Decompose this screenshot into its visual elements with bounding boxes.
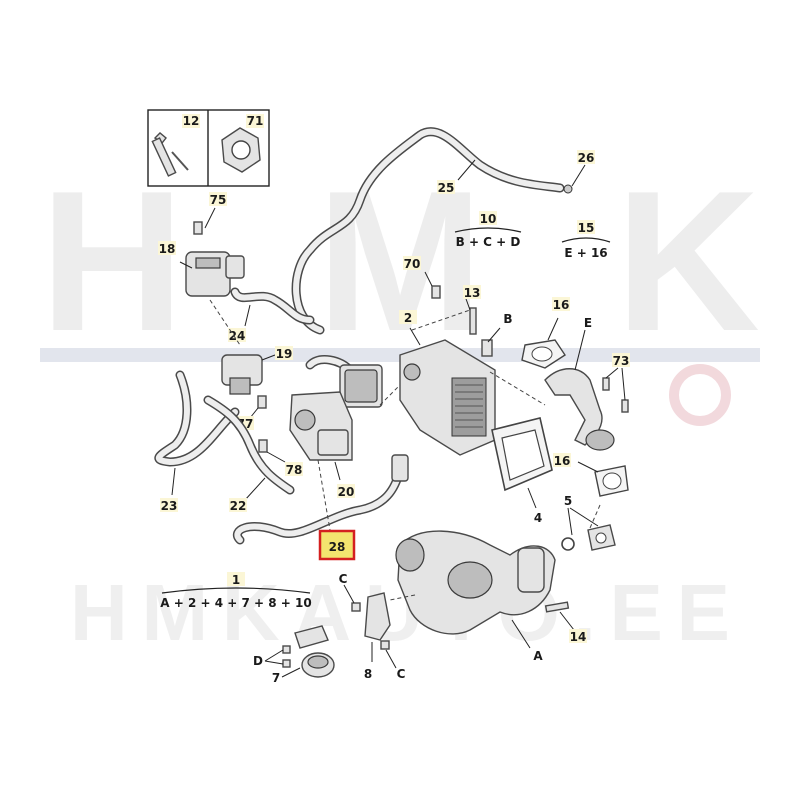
- bolt-icon: [151, 132, 189, 177]
- group-15-formula: E + 16: [564, 246, 607, 260]
- group-15-number: 15: [578, 221, 595, 235]
- part-19-valve: [221, 354, 276, 395]
- callout-22: 22: [230, 499, 247, 513]
- highlight-box-28: [318, 529, 356, 561]
- callout-E: E: [584, 316, 592, 330]
- callout-B: B: [503, 312, 512, 326]
- group-10: 10 B + C + D: [454, 211, 522, 249]
- nut-icon: [221, 127, 261, 173]
- group-15: 15 E + 16: [561, 220, 611, 260]
- highlight-label-28: 28: [329, 540, 346, 554]
- part-8-bracket: [343, 584, 397, 669]
- callout-70: 70: [404, 257, 421, 271]
- callout-71: 71: [247, 114, 264, 128]
- group-10-formula: B + C + D: [456, 235, 521, 249]
- hose-23: [154, 370, 240, 496]
- callout-26: 26: [578, 151, 595, 165]
- callout-C-top: C: [339, 572, 348, 586]
- callout-14: 14: [570, 630, 587, 644]
- part-A-housing: [395, 530, 556, 649]
- hose-22: [203, 395, 295, 501]
- callout-75: 75: [210, 193, 227, 207]
- group-1: 1 A + 2 + 4 + 7 + 8 + 10: [160, 572, 312, 610]
- group-10-number: 10: [480, 212, 497, 226]
- part-14-bolt: [544, 601, 575, 631]
- callout-7: 7: [272, 671, 280, 685]
- part-18-solenoid: [179, 251, 245, 297]
- part-7-actuator: [264, 625, 335, 678]
- part-20-egr-valve: [289, 355, 383, 481]
- callout-8: 8: [364, 667, 372, 681]
- watermark: HMK HMKAUTO.EE: [40, 150, 760, 657]
- callout-2: 2: [404, 311, 412, 325]
- part-2-egr-cooler: [399, 327, 496, 456]
- part-75-screw: [193, 207, 216, 235]
- hose-24: [230, 287, 315, 327]
- callout-24: 24: [229, 329, 246, 343]
- callout-78: 78: [286, 463, 303, 477]
- pipe-E: [544, 329, 615, 451]
- callout-19: 19: [276, 347, 293, 361]
- group-1-number: 1: [232, 573, 240, 587]
- gasket-16-bottom: [577, 461, 629, 497]
- watermark-logo: HMK: [40, 150, 760, 373]
- callout-18: 18: [159, 242, 176, 256]
- callout-73: 73: [613, 354, 630, 368]
- callout-4: 4: [534, 511, 542, 525]
- group-1-formula: A + 2 + 4 + 7 + 8 + 10: [160, 596, 311, 610]
- part-5-flange: [561, 507, 616, 551]
- callout-A: A: [533, 649, 543, 663]
- callout-C-bottom: C: [397, 667, 406, 681]
- gasket-16-top: [521, 317, 566, 369]
- pipe-25: [291, 127, 586, 335]
- callout-16-top: 16: [553, 298, 570, 312]
- callout-5: 5: [564, 494, 572, 508]
- callout-25: 25: [438, 181, 455, 195]
- harness-28: [233, 454, 409, 545]
- bolt-nut-box: 12 71: [147, 109, 270, 187]
- callout-12: 12: [183, 114, 200, 128]
- callout-20: 20: [338, 485, 355, 499]
- gasket-4: [489, 371, 553, 509]
- callout-16-bottom: 16: [554, 454, 571, 468]
- watermark-ring: [669, 364, 731, 426]
- callout-D: D: [253, 654, 263, 668]
- callout-23: 23: [161, 499, 178, 513]
- callout-13: 13: [464, 286, 481, 300]
